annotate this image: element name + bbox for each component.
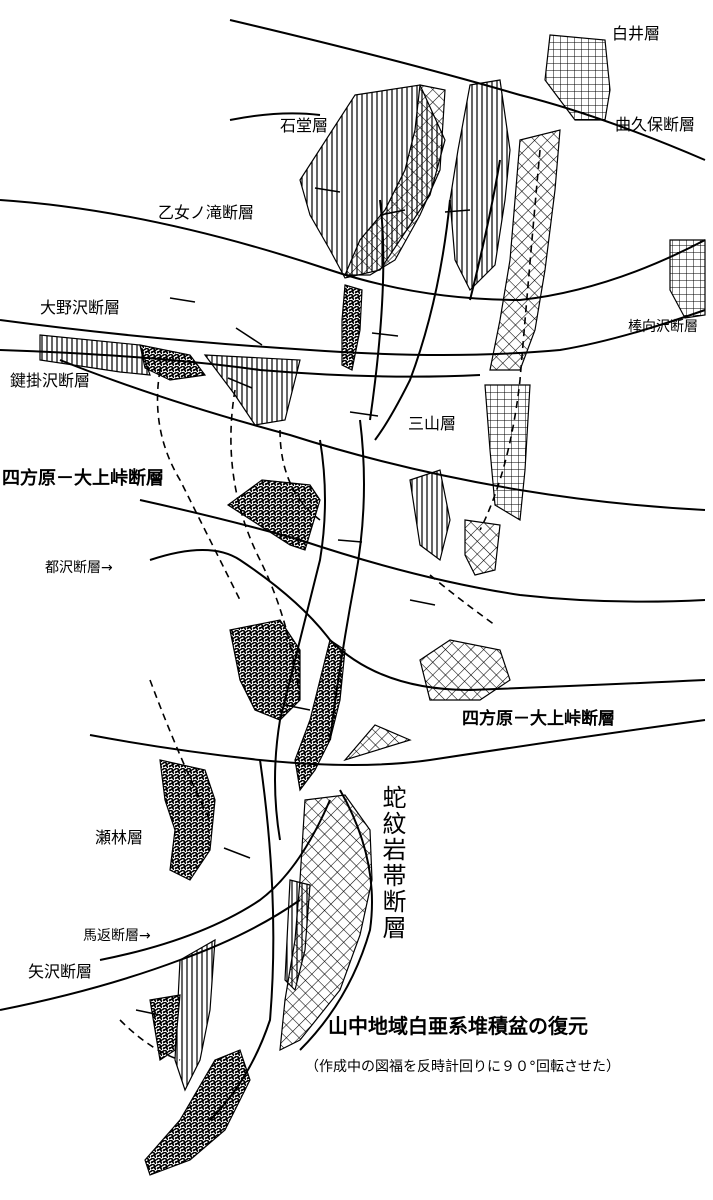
kagikakesawa-lower [59, 359, 706, 511]
sebayashi-stipple [159, 759, 216, 881]
dashed-3 [479, 149, 541, 531]
miyakozawa-fault-label: 都沢断層→ [45, 560, 113, 576]
magukubo-fault [229, 19, 706, 161]
otomenotaki-fault [0, 199, 706, 302]
formation-fills [39, 34, 706, 1176]
arrow-5 [235, 327, 263, 346]
sanzan-formation-label: 三山層 [408, 414, 457, 433]
onosawa-fault-label: 大野沢断層 [40, 298, 121, 317]
arrow-markers [135, 187, 471, 1016]
arrow-11 [284, 704, 311, 711]
diag-2 [374, 199, 451, 441]
shirai-grid [544, 34, 611, 121]
diag-3 [469, 159, 501, 301]
dashed-1 [156, 369, 241, 601]
yomogahara-fault-lower [89, 719, 706, 766]
bomukaisawa-grid [669, 239, 706, 319]
arrow-3 [444, 209, 471, 213]
ishido-band-east [449, 79, 511, 292]
inferred-boundaries [119, 149, 541, 1061]
arrow-6 [371, 332, 399, 337]
otomenotaki-fault-label: 乙女ノ滝断層 [158, 203, 255, 222]
miyakozawa-fault [149, 549, 706, 692]
serpentine-vhatch [284, 879, 311, 992]
north-fault-1 [229, 112, 321, 121]
dashed-6 [119, 1019, 181, 1061]
dashed-5 [149, 679, 211, 821]
magukubo-fault-label: 曲久保断層 [615, 115, 696, 134]
triangle-crosshatch [343, 724, 412, 762]
yazawa-fault [0, 899, 301, 1011]
central-split-east [329, 419, 365, 741]
central-stipple-strip [341, 284, 363, 371]
central-split [274, 439, 326, 841]
diag-1 [369, 199, 385, 421]
shirai-formation-label: 白井層 [612, 24, 661, 43]
arrow-2 [379, 209, 406, 216]
center-stipple-strip [294, 639, 346, 792]
fault-lines [0, 19, 706, 1121]
arrow-12 [223, 847, 251, 859]
kagikakesawa-fault-label: 鍵掛沢断層 [10, 371, 91, 390]
ishido-formation-label: 石堂層 [280, 116, 329, 135]
yomogahara-fault-upper [139, 499, 706, 603]
arrow-1 [314, 187, 341, 193]
map-subtitle: （作成中の図福を反時計回りに９０°回転させた） [305, 1059, 620, 1075]
bomukaisawa-fault-label: 棒向沢断層 [628, 319, 698, 335]
mid-crosshatch [464, 519, 501, 576]
diamond-crosshatch [419, 639, 511, 701]
dashed-4 [429, 574, 496, 626]
serpentine-belt-fault-label: 蛇紋岩帯断層 [378, 785, 406, 941]
arrow-9 [337, 539, 363, 543]
west-stipple-body [229, 619, 301, 721]
serpentine-fault-west [209, 759, 275, 1121]
serpentine-fault-east [299, 789, 373, 1051]
magaeshi-fault-label: 馬返断層→ [83, 928, 151, 944]
kagikake-hatch [203, 354, 301, 426]
southwest-vhatch [174, 938, 216, 1092]
southwest-stipple [149, 994, 181, 1062]
yomogahara-fault-label-1: 四方原－大上峠断層 [2, 468, 164, 489]
arrow-7 [227, 377, 253, 389]
dashed-7 [279, 429, 321, 521]
arrow-10 [409, 599, 436, 606]
onosawa-fault [0, 309, 706, 356]
southern-stipple-tail [144, 1049, 251, 1176]
sebayashi-formation-label: 瀬林層 [95, 828, 144, 847]
yomogahara-fault-label-2: 四方原－大上峠断層 [462, 709, 615, 729]
arrow-13 [135, 1009, 161, 1016]
sanzan-vhatch [409, 469, 451, 562]
arrow-4 [169, 297, 196, 303]
dashed-2 [230, 389, 301, 701]
upper-crosshatch-band [344, 84, 446, 276]
yomogahara-stipple-block [226, 479, 321, 551]
yazawa-fault-label: 矢沢断層 [28, 962, 93, 981]
arrow-8 [349, 411, 379, 417]
magaeshi-fault [99, 799, 331, 961]
east-crosshatch-strip [489, 129, 561, 371]
map-title: 山中地域白亜系堆積盆の復元 [328, 1014, 588, 1038]
